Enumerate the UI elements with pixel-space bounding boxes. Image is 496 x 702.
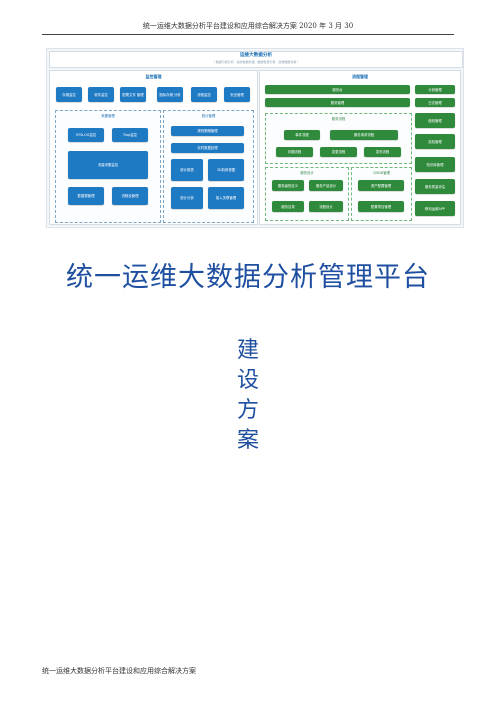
subtitle-char: 案 (236, 428, 259, 453)
module-datasource: 数据源管理 (68, 187, 104, 205)
module-link: 接入关联管理 (208, 187, 244, 209)
process-group-title: 服务流程 (331, 117, 346, 121)
module-asset: 资产配置管理 (358, 180, 404, 191)
page-header: 统一运维大数据分析平台建设和应用综合解决方案 2020 年 3 月 30 (0, 0, 496, 36)
module-flow-manage: 流程及管理 (112, 187, 148, 205)
module-design: 流程设计 (309, 201, 343, 212)
module-change: 变更流程 (320, 147, 357, 157)
collect-group: 采集管理 SYSLOG监控 Trap监控 流量采集监控 数据源管理 流程及管理 (55, 110, 161, 223)
module-request: 服务请求流程 (330, 130, 398, 140)
service-group-title: 服务设计 (300, 171, 314, 175)
module-log: 日志管理 (415, 98, 455, 107)
module-knowledge: 知识库管理 (415, 157, 455, 172)
stats-group-title: 统计管理 (201, 114, 216, 118)
monitor-panel-title: 监控管理 (145, 74, 162, 79)
subtitle-char: 设 (236, 368, 259, 393)
process-group: 服务流程 事件流程 服务请求流程 问题流程 变更流程 发布流程 (265, 113, 412, 164)
module-config-file: 配置文件 管理 (120, 87, 146, 102)
cmdb-group: CMDB管理 资产配置管理 配置项目管理 (351, 167, 412, 221)
footer-text: 统一运维大数据分析平台建设和应用综合解决方案 (42, 667, 196, 675)
architecture-diagram: 运维大数据分析 （ 数据可视分析 · 指标数据处理 · 数据告警引擎 · 运维数… (46, 48, 464, 228)
module-mobile-app: 移动运维APP (415, 201, 455, 216)
subtitle-char: 建 (236, 338, 259, 363)
monitor-panel: 监控管理 存储监控 软件监控 配置文件 管理 指标存储 分析 流程监控 安全管理… (49, 70, 258, 225)
module-trap: Trap监控 (112, 128, 148, 142)
module-incident: 事件流程 (284, 130, 320, 140)
header-text: 统一运维大数据分析平台建设和应用综合解决方案 2020 年 3 月 30 (142, 22, 354, 30)
module-plan: 计划管理 (415, 85, 455, 94)
diagram-header: 运维大数据分析 （ 数据可视分析 · 指标数据处理 · 数据告警引擎 · 运维数… (49, 51, 463, 68)
document-subtitle: 建 设 方 案 (228, 336, 268, 456)
module-report: 统计报表 (171, 159, 203, 181)
module-quality: 服务质量评估 (415, 179, 455, 194)
process-panel: 流程管理 服务台 服务管理 计划管理 日志管理 服务流程 事件流程 服务请求流程… (259, 70, 461, 225)
module-problem: 问题流程 (276, 147, 313, 157)
module-sla: 服务级别定义 (272, 180, 304, 191)
module-realtime: 实时数据处理 (171, 143, 244, 153)
module-inspection: 巡检管理 (415, 134, 455, 149)
process-panel-title: 流程管理 (352, 74, 368, 79)
diagram-title: 运维大数据分析 (239, 53, 273, 58)
module-rule-policy: 规则策略管理 (171, 126, 244, 136)
header-divider (42, 34, 454, 35)
service-group: 服务设计 服务级别定义 服务产品设计 服务目录 流程设计 (265, 167, 349, 221)
module-release: 发布流程 (364, 147, 401, 157)
module-duty: 值班管理 (415, 113, 455, 128)
stats-group: 统计管理 规则策略管理 实时数据处理 统计报表 3D机房视图 统计分析 接入关联… (163, 110, 254, 223)
module-flow-monitor: 流程监控 (191, 87, 217, 102)
subtitle-char: 方 (236, 398, 259, 423)
cmdb-group-title: CMDB管理 (372, 171, 390, 175)
diagram-subtitle: （ 数据可视分析 · 指标数据处理 · 数据告警引擎 · 运维数据仓库 ） (211, 60, 301, 64)
collect-group-title: 采集管理 (101, 114, 115, 118)
module-config-item: 配置项目管理 (358, 201, 404, 212)
module-syslog: SYSLOG监控 (68, 128, 104, 142)
module-catalog: 服务目录 (272, 201, 304, 212)
module-service-desk: 服务台 (265, 85, 410, 94)
module-product: 服务产品设计 (309, 180, 343, 191)
module-security: 安全管理 (224, 87, 250, 102)
module-3d-room: 3D机房视图 (208, 159, 244, 181)
module-metric-storage: 指标存储 分析 (157, 87, 183, 102)
module-traffic: 流量采集监控 (68, 151, 148, 179)
module-storage-monitor: 存储监控 (56, 87, 82, 102)
document-title: 统一运维大数据分析管理平台 (66, 262, 430, 293)
module-service-manage: 服务管理 (265, 98, 410, 107)
module-software-monitor: 软件监控 (88, 87, 114, 102)
module-analysis: 统计分析 (171, 187, 203, 209)
